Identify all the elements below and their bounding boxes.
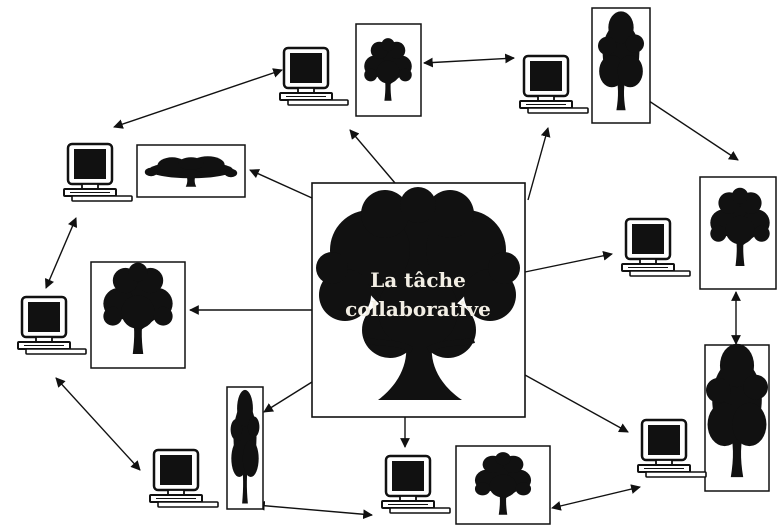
computer-top-left [278, 46, 350, 107]
arrow-top-trees [423, 53, 515, 68]
arrow-center-to-top-right [527, 127, 551, 201]
arrow-bottom-left-to-bottom-center [255, 500, 373, 520]
computer-middle-left [16, 295, 88, 356]
computer-bottom-right [636, 418, 708, 479]
arrow-top-left-to-upper-left [113, 68, 283, 129]
arrow-center-to-top-left [349, 129, 396, 184]
arrow-center-to-bottom-right [524, 374, 629, 433]
central-task-box: La tâche collaborative [311, 182, 526, 418]
tree-middle-left [90, 261, 186, 369]
computer-upper-left [62, 142, 134, 203]
tree-top-left [355, 23, 422, 117]
central-tree-icon [316, 187, 520, 400]
arrow-center-to-bottom-left [263, 381, 313, 413]
computer-bottom-left [148, 448, 220, 509]
arrow-top-right-to-right-tree [636, 92, 739, 161]
arrow-center-to-upper-left [249, 169, 313, 199]
computer-right [620, 217, 692, 278]
tree-bottom-right [704, 343, 770, 492]
tree-upper-left [136, 144, 246, 198]
center-label-line1: La tâche [370, 268, 466, 292]
tree-bottom-left [226, 386, 264, 510]
connection-arrows [44, 53, 741, 520]
tree-right [699, 176, 777, 290]
center-label-line2: collaborative [345, 297, 491, 321]
tree-top-right [591, 7, 651, 124]
arrow-center-to-right [524, 250, 613, 273]
computer-bottom-center [380, 454, 452, 515]
arrow-bottom-center-to-bottom-right [551, 484, 641, 511]
arrow-upper-left-to-middle-left [44, 217, 78, 289]
tree-bottom-center [455, 445, 551, 525]
arrow-middle-left-to-bottom-left [55, 377, 141, 471]
computer-top-right [518, 54, 590, 115]
